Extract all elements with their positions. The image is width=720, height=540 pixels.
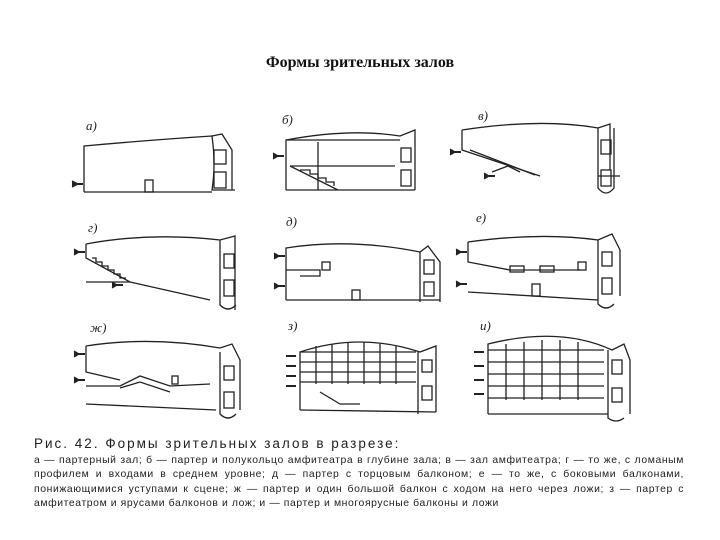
section-d [273,243,441,302]
caption-heading: Рис. 42. Формы зрительных залов в разрез… [34,436,401,451]
section-i [474,335,631,422]
figure-caption: Рис. 42. Формы зрительных залов в разрез… [34,436,684,511]
label-g: г) [88,220,98,235]
label-zh: ж) [90,320,107,335]
label-a: а) [86,118,97,133]
section-a [71,133,235,193]
section-v [449,122,620,194]
section-g [73,235,237,310]
label-b: б) [282,112,293,127]
label-e: е) [476,210,487,225]
page-title: Формы зрительных залов [265,54,455,71]
label-z: з) [288,318,298,333]
section-z [286,341,437,414]
section-zh [73,340,241,419]
label-d: д) [286,214,297,229]
label-v: в) [478,108,488,123]
sections-diagram [71,122,631,422]
label-i: и) [480,318,491,333]
section-e [455,233,621,309]
section-b [272,129,416,191]
caption-text: а — партерный зал; б — партер и полуколь… [34,455,684,509]
